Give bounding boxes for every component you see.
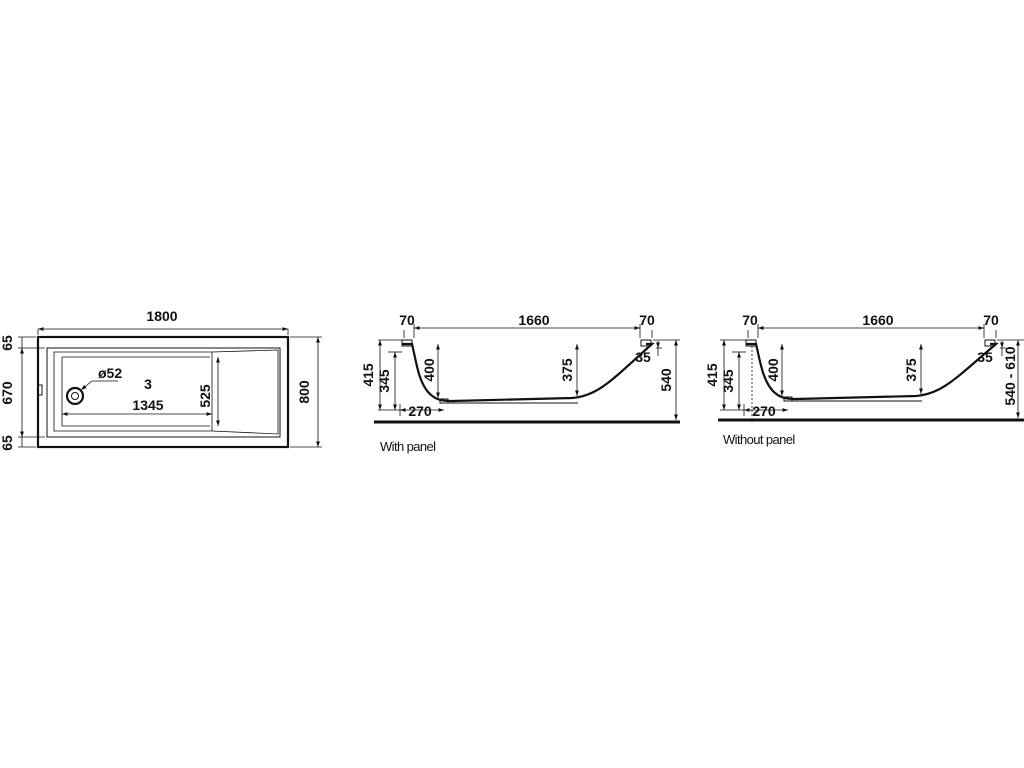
caption-with-panel: With panel <box>380 439 436 454</box>
dim-drain-diameter: ø52 <box>98 365 122 381</box>
tub-outline <box>36 335 290 449</box>
dim-overflow-height: 415 <box>704 363 720 387</box>
dim-rim-left: 70 <box>399 312 415 328</box>
dim-overflow-height: 415 <box>360 363 376 387</box>
dim-depth-right: 375 <box>903 358 919 382</box>
dim-total-height: 540 <box>658 368 674 392</box>
dim-overall-length: 1800 <box>146 308 177 324</box>
dim-overall-width: 800 <box>296 380 312 404</box>
dim-depth-left: 400 <box>765 358 781 382</box>
dim-inner-length: 1660 <box>862 312 893 328</box>
basin-outline <box>46 347 281 438</box>
drain-icon <box>65 386 85 406</box>
dim-panel-height: 345 <box>376 369 392 393</box>
dim-lip: 35 <box>977 349 993 365</box>
section-without-panel: 70 1660 70 415 345 400 375 270 35 540 - … <box>704 312 1024 447</box>
tub-profile <box>746 342 999 401</box>
dim-rim-right: 70 <box>983 312 999 328</box>
plan-view: 1800 800 65 670 65 ø52 3 1345 525 <box>0 308 322 451</box>
dim-total-height: 540 - 610 <box>1002 346 1018 405</box>
dim-rim-left: 70 <box>742 312 758 328</box>
dim-bottom-length: 1345 <box>132 397 163 413</box>
bottom-outline <box>53 349 279 435</box>
dim-depth-left: 400 <box>421 358 437 382</box>
dim-rim-top: 65 <box>0 335 15 351</box>
dim-inner-width: 670 <box>0 381 15 405</box>
tub-profile <box>402 342 655 403</box>
dim-inner-length: 1660 <box>518 312 549 328</box>
dim-bottom-offset: 270 <box>752 403 776 419</box>
dim-bottom-width: 525 <box>197 384 213 408</box>
dim-panel-height: 345 <box>720 369 736 393</box>
section-with-panel: 70 1660 70 415 345 400 375 270 35 540 Wi… <box>360 312 680 454</box>
caption-without-panel: Without panel <box>723 432 795 447</box>
callout-number: 3 <box>144 376 152 392</box>
dim-rim-right: 70 <box>639 312 655 328</box>
dim-depth-right: 375 <box>559 358 575 382</box>
dim-rim-bottom: 65 <box>0 435 15 451</box>
dim-bottom-offset: 270 <box>408 403 432 419</box>
dim-lip: 35 <box>635 349 651 365</box>
